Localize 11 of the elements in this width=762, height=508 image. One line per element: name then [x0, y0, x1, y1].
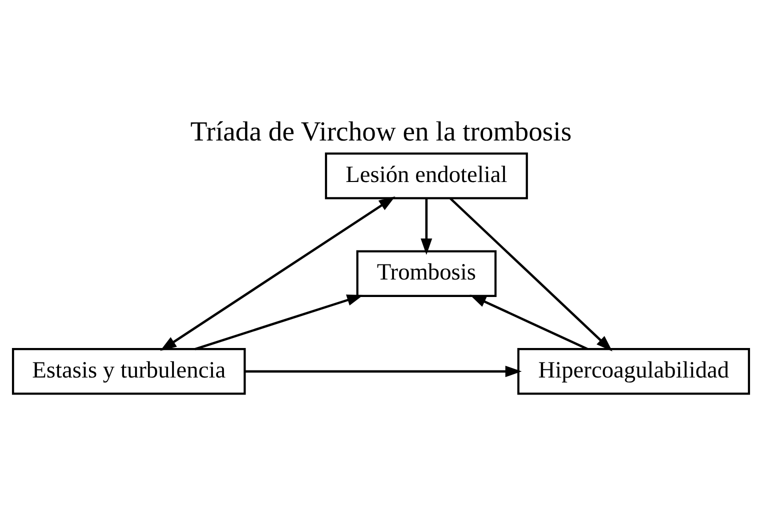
arrow	[470, 294, 588, 350]
arrow	[160, 196, 396, 351]
arrow	[244, 366, 522, 378]
node-box: Estasis y turbulencia	[12, 348, 246, 395]
arrow	[449, 197, 612, 352]
arrow	[420, 198, 432, 255]
node-box: Trombosis	[356, 250, 497, 298]
diagram-title: Tríada de Virchow en la trombosis	[190, 116, 572, 147]
arrow	[194, 294, 364, 350]
node-box: Lesión endotelial	[324, 152, 528, 200]
node-box: Hipercoagulabilidad	[517, 348, 750, 395]
